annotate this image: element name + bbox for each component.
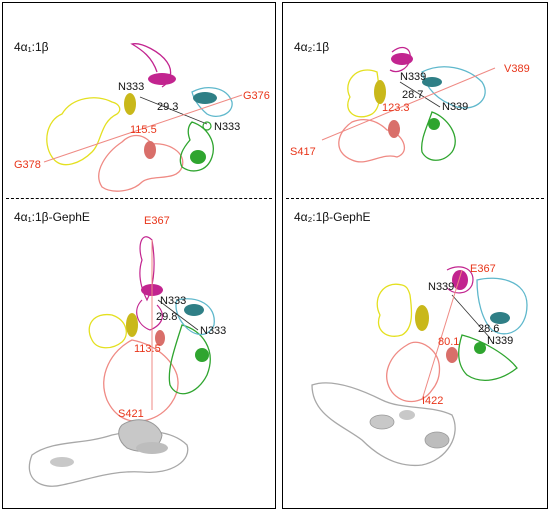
distance-line-black xyxy=(451,294,491,339)
gephe-helix-2 xyxy=(50,457,74,467)
magenta-coil xyxy=(139,236,155,302)
label-distance-red: 115.5 xyxy=(130,124,157,136)
salmon-coil xyxy=(338,119,406,163)
yellow-coil xyxy=(46,97,121,166)
structure-image: N333 N333 29.3 115.5 G378 G376 xyxy=(14,43,270,192)
label-n-b: N333 xyxy=(214,121,240,133)
label-distance-red: 123.3 xyxy=(382,102,410,114)
green-helix xyxy=(190,150,206,164)
salmon-helix xyxy=(388,120,400,138)
salmon-helix xyxy=(144,141,156,159)
structure-image: N333 N333 29.8 113.5 S421 E367 xyxy=(28,215,226,487)
label-distance-red: 80.1 xyxy=(438,336,459,348)
teal-helix xyxy=(184,304,204,316)
distance-line-black xyxy=(139,96,208,125)
structure-image: N339 N339 28.7 123.3 S417 V389 xyxy=(290,46,530,163)
label-n-a: N333 xyxy=(118,81,144,93)
olive-helix xyxy=(415,305,429,331)
label-end-b: V389 xyxy=(504,63,530,75)
salmon-helix xyxy=(446,347,458,363)
cyan-coil xyxy=(191,87,233,117)
label-end-b: E367 xyxy=(470,263,496,275)
olive-helix xyxy=(124,93,136,115)
salmon-helix xyxy=(155,330,165,346)
salmon-coil xyxy=(98,134,184,192)
olive-helix xyxy=(374,80,386,104)
separator-left xyxy=(6,198,272,199)
gephe-domain xyxy=(311,382,456,467)
label-n-a: N339 xyxy=(400,71,426,83)
label-n-b: N333 xyxy=(200,325,226,337)
cyan-coil xyxy=(476,277,528,335)
yellow-coil xyxy=(88,313,127,349)
label-distance-black: 28.7 xyxy=(402,89,423,101)
yellow-coil xyxy=(376,283,413,337)
green-coil xyxy=(458,334,518,381)
label-end-b: G376 xyxy=(243,90,270,102)
gephe-helix-3 xyxy=(399,410,415,420)
magenta-helix xyxy=(452,270,468,290)
green-helix xyxy=(195,348,209,362)
panel-4a2-1b-gephe: 4α₂:1β-GephE N339 N339 28.6 80.1 I422 E3… xyxy=(282,200,548,509)
label-end-a: I422 xyxy=(422,395,443,407)
label-n-b: N339 xyxy=(487,335,513,347)
anchor-node xyxy=(202,121,212,131)
label-distance-black: 29.8 xyxy=(156,311,177,323)
label-n-b: N339 xyxy=(442,101,468,113)
distance-line-black xyxy=(157,299,199,331)
cyan-coil xyxy=(421,66,486,109)
distance-line-black xyxy=(399,81,441,108)
gephe-domain xyxy=(28,430,189,487)
green-helix xyxy=(474,342,486,354)
panel-title: 4α₁:1β-GephE xyxy=(14,210,90,224)
teal-helix xyxy=(490,312,510,324)
teal-helix xyxy=(422,77,442,87)
label-end-b: E367 xyxy=(144,215,170,227)
gephe-helix-2 xyxy=(424,431,450,449)
teal-helix xyxy=(193,92,217,104)
label-distance-black: 29.3 xyxy=(157,101,178,113)
magenta-helix xyxy=(391,53,413,65)
distance-line-red xyxy=(321,67,496,141)
green-coil xyxy=(421,111,456,161)
olive-helix xyxy=(126,313,138,337)
panel-title: 4α₁:1β xyxy=(14,40,49,54)
magenta-helix xyxy=(148,73,176,85)
green-helix xyxy=(428,118,440,130)
panel-4a1-1b: 4α₁:1β N333 N333 29.3 115.5 G378 G376 xyxy=(2,2,276,198)
label-n-a: N339 xyxy=(428,281,454,293)
distance-line-red xyxy=(43,94,243,163)
gephe-helix xyxy=(369,414,395,430)
panel-title: 4α₂:1β-GephE xyxy=(294,210,371,224)
salmon-coil xyxy=(386,341,441,403)
label-end-a: S421 xyxy=(118,408,144,420)
magenta-coil xyxy=(446,266,474,294)
green-coil xyxy=(179,121,214,172)
label-n-a: N333 xyxy=(160,295,186,307)
label-end-a: G378 xyxy=(14,159,41,171)
cyan-coil xyxy=(175,298,215,336)
distance-line-red xyxy=(421,269,463,401)
panel-4a2-1b: 4α₂:1β N339 N339 28.7 123.3 S417 V389 xyxy=(282,2,548,198)
separator-right xyxy=(286,198,544,199)
panel-title: 4α₂:1β xyxy=(294,40,330,54)
gephe-helix xyxy=(136,442,168,454)
magenta-coil-2 xyxy=(136,299,163,331)
structure-image: N339 N339 28.6 80.1 I422 E367 xyxy=(311,263,528,467)
label-end-a: S417 xyxy=(290,146,316,158)
label-distance-black: 28.6 xyxy=(478,323,499,335)
green-coil xyxy=(168,324,211,395)
right-column-frame xyxy=(282,2,548,509)
label-distance-red: 113.5 xyxy=(134,343,161,355)
panel-4a1-1b-gephe: 4α₁:1β-GephE N333 N333 29.8 113.5 S421 E… xyxy=(2,200,276,509)
